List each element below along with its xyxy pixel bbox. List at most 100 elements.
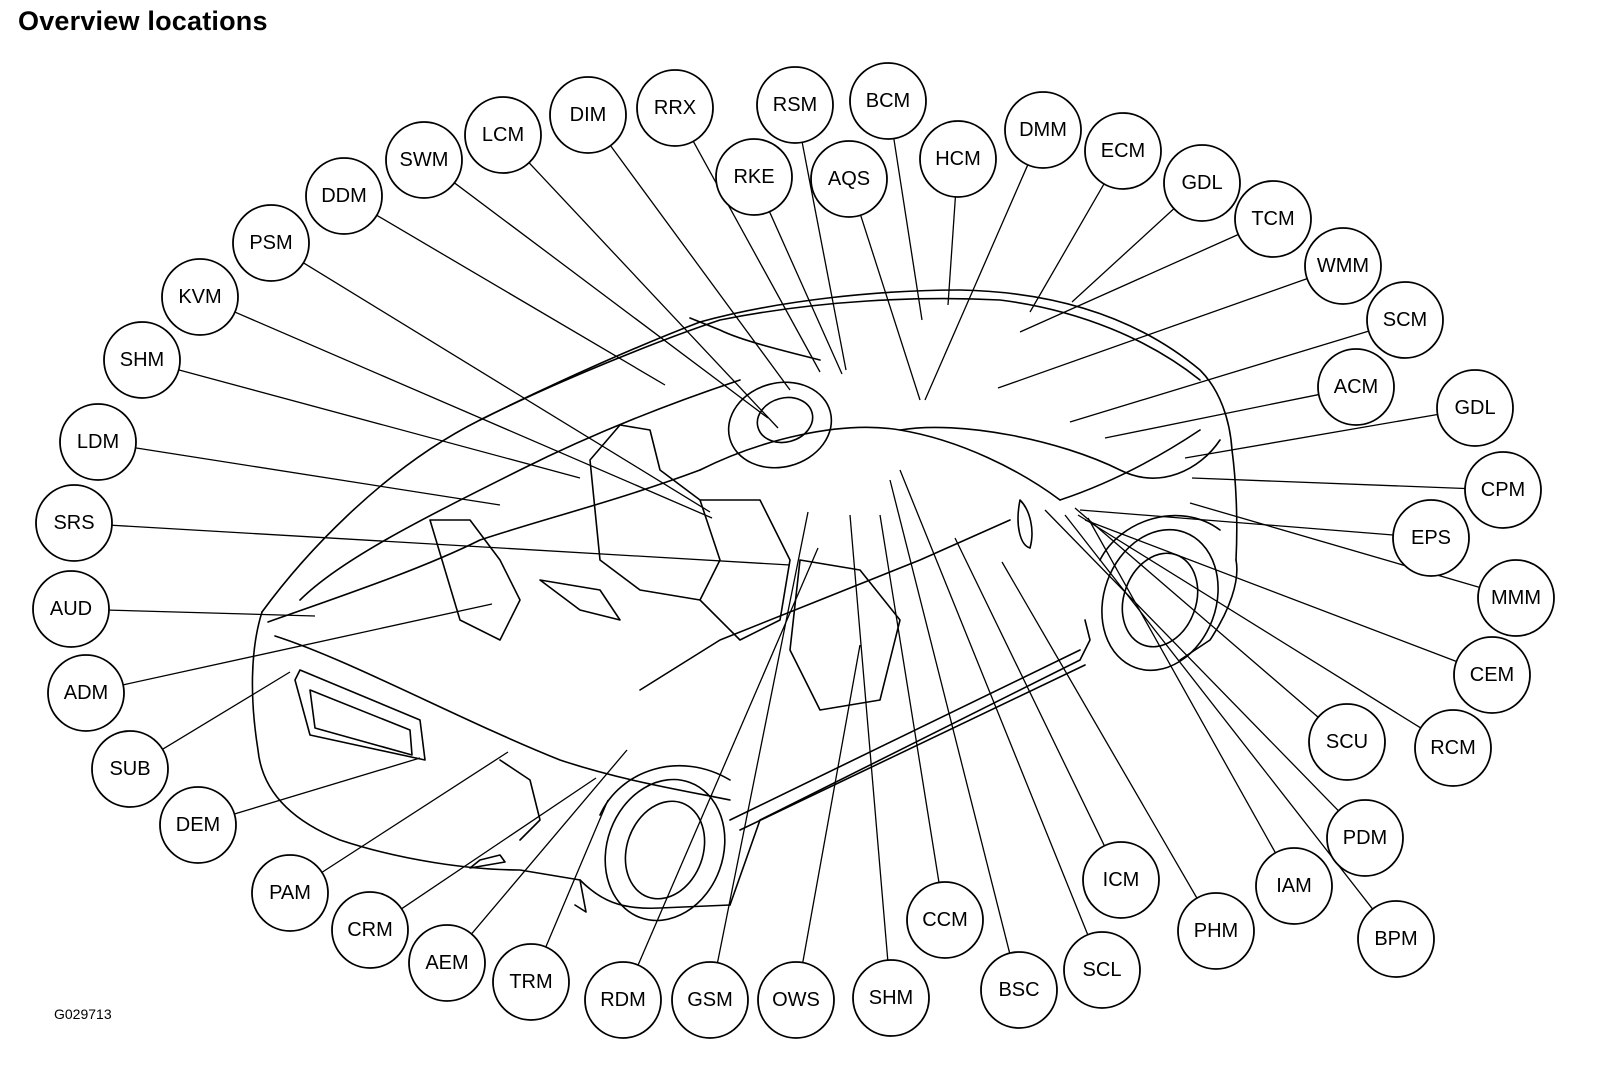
module-bubble-circle	[810, 140, 888, 218]
leader-line-scu-33	[1074, 507, 1319, 718]
leader-line-adm-13	[122, 603, 493, 686]
module-bubble-psm-7: PSM	[232, 204, 310, 282]
module-bubble-circle	[980, 951, 1058, 1029]
module-bubble-ddm-6: DDM	[305, 157, 383, 235]
module-label: CRM	[347, 919, 393, 941]
module-bubble-circle	[1357, 900, 1435, 978]
module-label: RRX	[654, 97, 696, 119]
module-label: PSM	[249, 232, 292, 254]
module-bubble-mmm-35: MMM	[1477, 559, 1555, 637]
leader-line-pam-16	[321, 751, 509, 873]
module-label: LCM	[482, 124, 524, 146]
diagram-title: Overview locations	[18, 6, 268, 36]
module-bubble-wmm-41: WMM	[1304, 227, 1382, 305]
leader-line-crm-17	[401, 777, 597, 910]
module-bubble-circle	[305, 157, 383, 235]
leader-line-gdl-38	[1184, 413, 1438, 459]
module-label: ICM	[1103, 869, 1140, 891]
module-label: GDL	[1181, 172, 1222, 194]
module-bubble-gsm-21: GSM	[671, 961, 749, 1039]
module-label: PHM	[1194, 920, 1238, 942]
module-bubble-circle	[492, 943, 570, 1021]
leader-line-dem-15	[234, 757, 421, 815]
module-label: SCU	[1326, 731, 1368, 753]
module-bubble-aem-18: AEM	[408, 924, 486, 1002]
leader-line-dim-3	[609, 145, 791, 391]
module-bubble-dim-3: DIM	[549, 76, 627, 154]
module-label: HCM	[935, 148, 981, 170]
leader-line-gdl-43	[1071, 208, 1175, 303]
module-bubble-circle	[59, 403, 137, 481]
module-bubble-kvm-8: KVM	[161, 258, 239, 336]
module-label: CPM	[1481, 479, 1525, 501]
module-label: TCM	[1251, 208, 1294, 230]
module-label: PDM	[1343, 827, 1387, 849]
leader-line-eps-36	[1079, 509, 1394, 536]
module-label: SHM	[869, 987, 913, 1009]
module-label: EPS	[1411, 527, 1451, 549]
leader-line-aud-12	[108, 609, 316, 617]
module-bubble-ows-22: OWS	[757, 961, 835, 1039]
module-bubble-gdl-43: GDL	[1163, 144, 1241, 222]
module-label: BPM	[1374, 928, 1417, 950]
leader-line-sub-14	[162, 671, 291, 750]
leader-line-dmm-45	[924, 164, 1029, 401]
module-bubble-hcm-46: HCM	[919, 120, 997, 198]
leader-line-bpm-30	[1064, 514, 1374, 910]
module-bubble-rke-48: RKE	[715, 138, 793, 216]
module-bubble-pam-16: PAM	[251, 854, 329, 932]
leader-line-cpm-37	[1191, 477, 1466, 490]
module-bubble-circle	[849, 62, 927, 140]
leader-line-icm-27	[954, 537, 1105, 847]
module-bubble-bcm-2: BCM	[849, 62, 927, 140]
module-label: SCM	[1383, 309, 1427, 331]
module-bubble-acm-39: ACM	[1317, 348, 1395, 426]
module-bubble-aqs-47: AQS	[810, 140, 888, 218]
module-bubble-circle	[251, 854, 329, 932]
module-bubble-circle	[159, 786, 237, 864]
module-bubble-circle	[1317, 348, 1395, 426]
module-bubble-eps-36: EPS	[1392, 499, 1470, 577]
module-label: GDL	[1454, 397, 1495, 419]
module-bubble-ldm-10: LDM	[59, 403, 137, 481]
module-bubble-circle	[756, 66, 834, 144]
module-bubble-adm-13: ADM	[47, 654, 125, 732]
module-label: GSM	[687, 989, 733, 1011]
module-label: RDM	[600, 989, 646, 1011]
module-bubble-circle	[671, 961, 749, 1039]
module-bubble-circle	[47, 654, 125, 732]
module-bubble-circle	[408, 924, 486, 1002]
module-label: SCL	[1083, 959, 1122, 981]
module-label: TRM	[509, 971, 552, 993]
module-label: ADM	[64, 682, 108, 704]
module-bubble-circle	[1177, 892, 1255, 970]
car-outline-drawing	[251, 289, 1238, 922]
module-label: SHM	[120, 349, 164, 371]
module-label: LDM	[77, 431, 119, 453]
module-bubble-phm-28: PHM	[1177, 892, 1255, 970]
module-bubble-shm-9: SHM	[103, 321, 181, 399]
module-bubble-circle	[757, 961, 835, 1039]
module-label: AQS	[828, 168, 870, 190]
module-bubble-dmm-45: DMM	[1004, 91, 1082, 169]
leader-line-cem-34	[1084, 519, 1457, 663]
module-bubble-circle	[1308, 703, 1386, 781]
module-bubble-circle	[91, 730, 169, 808]
leader-line-bcm-2	[893, 138, 923, 321]
module-bubble-swm-5: SWM	[385, 121, 463, 199]
leader-line-swm-5	[454, 182, 769, 419]
module-bubble-tcm-42: TCM	[1234, 180, 1312, 258]
leader-line-shm-23	[849, 514, 889, 961]
module-label: SWM	[400, 149, 449, 171]
leader-line-scl-26	[899, 469, 1089, 936]
module-bubble-circle	[1436, 369, 1514, 447]
module-label: MMM	[1491, 587, 1541, 609]
leader-line-shm-9	[178, 369, 581, 479]
module-bubble-cpm-37: CPM	[1464, 451, 1542, 529]
module-bubble-circle	[35, 484, 113, 562]
leader-line-bsc-25	[889, 479, 1011, 954]
module-bubble-circle	[464, 96, 542, 174]
module-bubble-circle	[636, 69, 714, 147]
module-label: OWS	[772, 989, 820, 1011]
